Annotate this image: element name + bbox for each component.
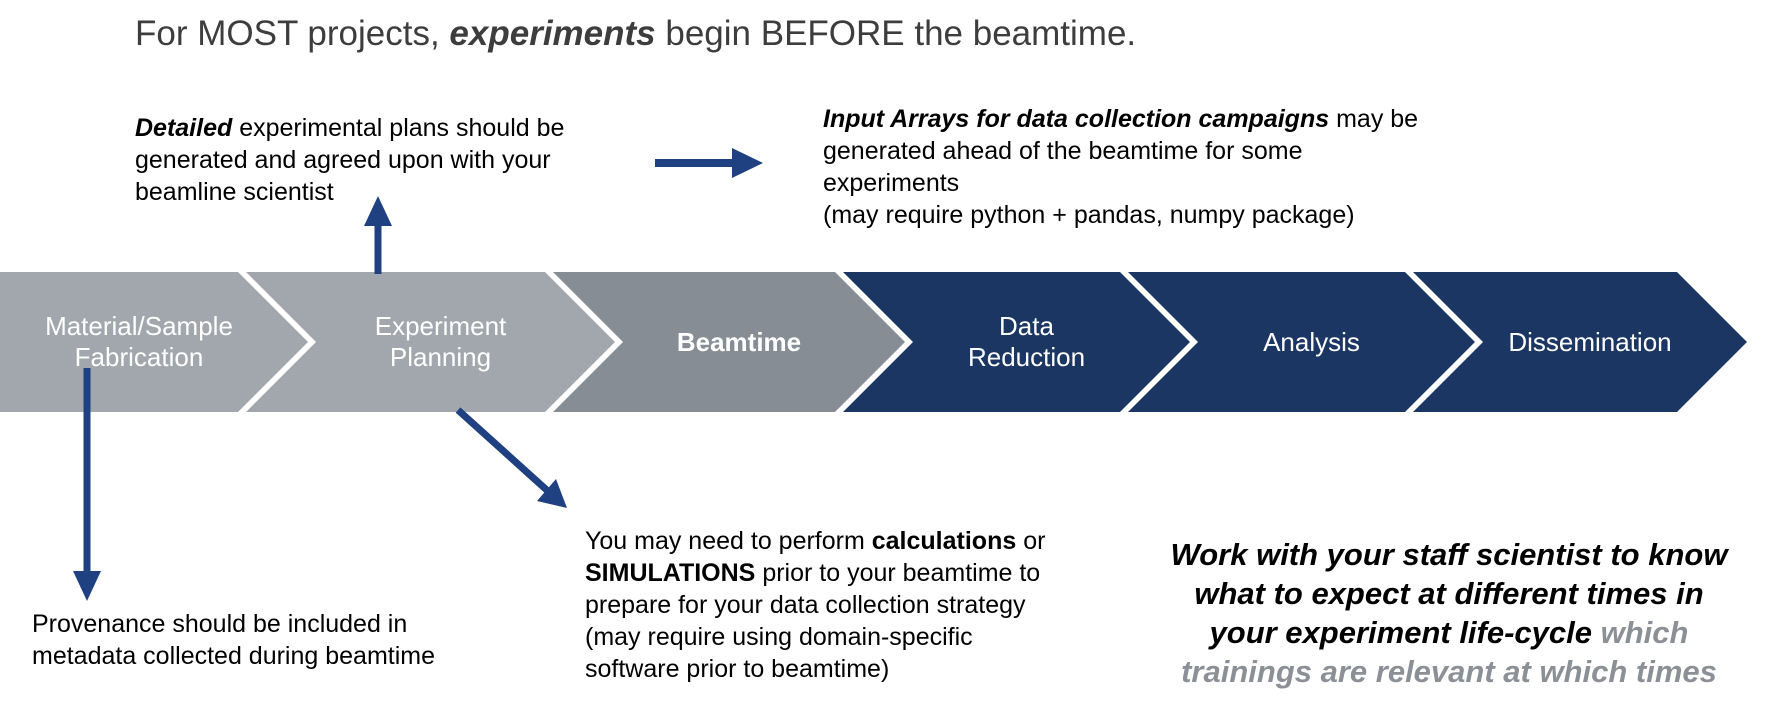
chevron-label-beamtime: Beamtime bbox=[676, 326, 802, 357]
note-calc-pre: You may need to perform bbox=[585, 527, 872, 555]
note-input-arrays: Input Arrays for data collection campaig… bbox=[823, 103, 1418, 231]
note-staff-black: your experiment life-cycle bbox=[1209, 615, 1601, 650]
chevron-label-dissemination: Dissemination bbox=[1508, 326, 1672, 357]
chevron-label-material-sample-fabrication: Material/Sample Fabrication bbox=[45, 311, 233, 372]
note-calculations-simulations: You may need to perform calculations or … bbox=[585, 525, 1045, 685]
chevron-label-experiment-planning: Experiment Planning bbox=[374, 311, 507, 372]
note-line: what to expect at different times in bbox=[1194, 576, 1704, 611]
note-line: (may require using domain-specific bbox=[585, 623, 973, 651]
note-staff-gray-start: which bbox=[1600, 615, 1689, 650]
note-line: generated ahead of the beamtime for some bbox=[823, 137, 1303, 165]
note-line: Provenance should be included in bbox=[32, 610, 408, 638]
note-line: metadata collected during beamtime bbox=[32, 642, 436, 670]
arrow-diagonal-icon bbox=[455, 407, 567, 508]
note-line: Detailed experimental plans should be bbox=[135, 112, 564, 144]
note-line: trainings are relevant at which times bbox=[1181, 654, 1717, 689]
note-calc-bold-calculations: calculations bbox=[871, 527, 1017, 555]
note-line: (may require python + pandas, numpy pack… bbox=[823, 201, 1355, 229]
note-calc-post: or bbox=[1016, 527, 1046, 555]
note-input-arrays-rest: may be bbox=[1329, 105, 1419, 133]
chevron-label-analysis: Analysis bbox=[1263, 326, 1360, 357]
process-chevron-band: Material/Sample Fabrication Experiment P… bbox=[0, 272, 1778, 412]
chevron-label-data-reduction: Data Reduction bbox=[967, 311, 1086, 372]
note-line: generated and agreed upon with your bbox=[135, 146, 551, 174]
note-calc-bold-simulations: SIMULATIONS bbox=[585, 559, 756, 587]
note-line: beamline scientist bbox=[135, 178, 334, 206]
note-line: experiments bbox=[823, 169, 960, 197]
title-suffix: begin BEFORE the beamtime. bbox=[655, 14, 1137, 53]
title-prefix: For MOST projects, bbox=[135, 14, 450, 53]
page-title: For MOST projects, experiments begin BEF… bbox=[135, 14, 1136, 54]
note-calc-rest: prior to your beamtime to bbox=[755, 559, 1041, 587]
note-line: prepare for your data collection strateg… bbox=[585, 591, 1026, 619]
note-line: software prior to beamtime) bbox=[585, 655, 890, 683]
note-line: Input Arrays for data collection campaig… bbox=[823, 103, 1418, 135]
note-line: SIMULATIONS prior to your beamtime to bbox=[585, 557, 1045, 589]
note-experimental-plans: Detailed experimental plans should be ge… bbox=[135, 112, 564, 208]
note-plans-bold: Detailed bbox=[135, 114, 233, 142]
note-input-arrays-bold: Input Arrays for data collection campaig… bbox=[823, 105, 1330, 133]
chevron-material-sample-fabrication: Material/Sample Fabrication bbox=[0, 272, 308, 412]
note-provenance: Provenance should be included in metadat… bbox=[32, 608, 435, 672]
note-line: You may need to perform calculations or bbox=[585, 525, 1045, 557]
note-staff-scientist: Work with your staff scientist to know w… bbox=[1118, 535, 1778, 691]
arrow-right-icon bbox=[655, 148, 763, 178]
note-plans-rest: experimental plans should be bbox=[232, 114, 565, 142]
note-line: Work with your staff scientist to know bbox=[1170, 537, 1728, 572]
note-line: your experiment life-cycle which bbox=[1118, 613, 1778, 652]
chevron-beamtime: Beamtime bbox=[553, 272, 905, 412]
title-emphasis: experiments bbox=[449, 14, 656, 53]
